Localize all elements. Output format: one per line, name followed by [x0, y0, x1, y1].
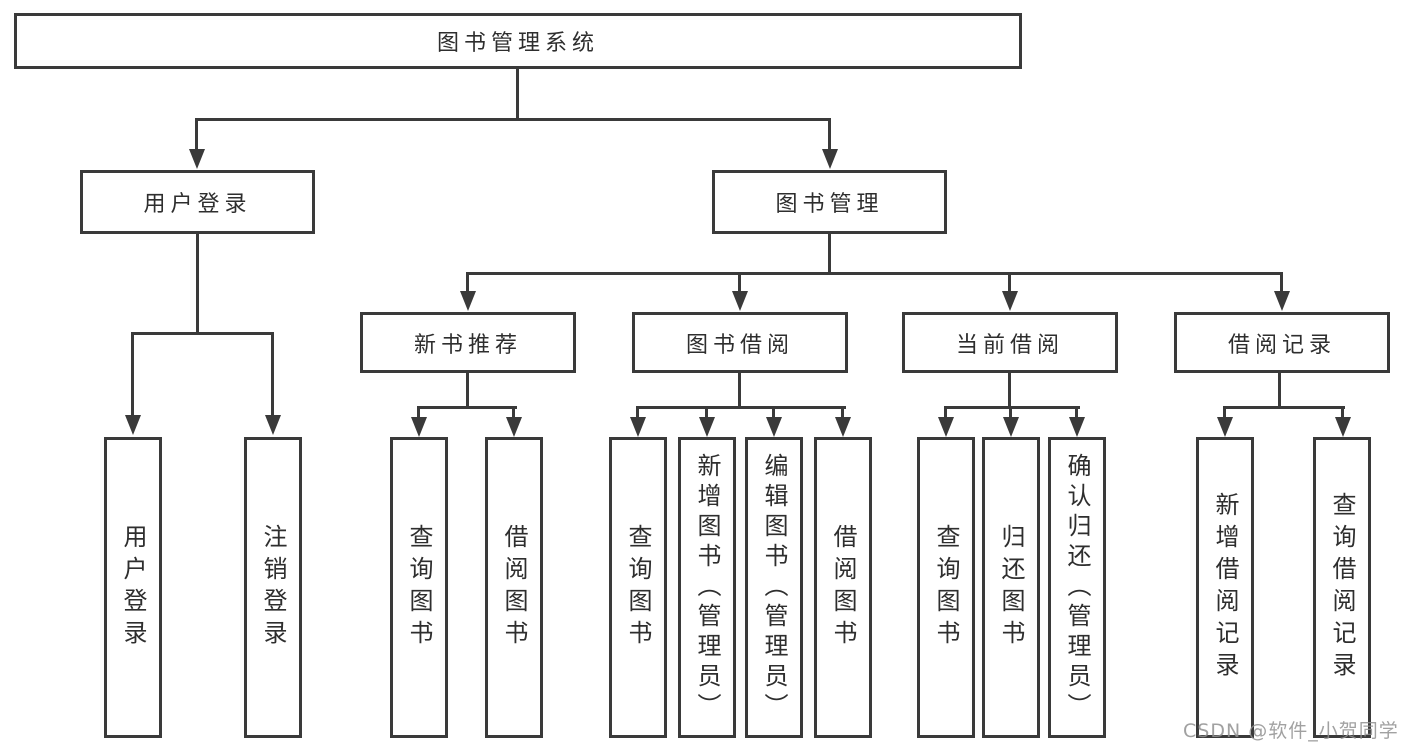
- node-library-management-system: 图书管理系统: [14, 13, 1022, 69]
- arrow-down-icon: [699, 417, 715, 437]
- csdn-watermark: CSDN @软件_小贺同学: [1183, 720, 1399, 742]
- node-new-book-recommendation: 新书推荐: [360, 312, 576, 373]
- connector-user-login-hline: [131, 332, 274, 335]
- arrow-down-icon: [938, 417, 954, 437]
- leaf-borrow-books-borrowing: 借阅图书: [814, 437, 872, 738]
- connector-drop: [1341, 406, 1344, 417]
- leaf-label: 用户登录: [119, 523, 147, 652]
- connector-current-borrowing-hline: [944, 406, 1080, 409]
- leaf-label: 查询图书: [405, 523, 433, 652]
- arrow-down-icon: [1335, 417, 1351, 437]
- connector-drop: [512, 406, 515, 417]
- arrow-down-icon: [189, 149, 205, 169]
- connector-drop: [417, 406, 420, 417]
- connector-drop: [841, 406, 844, 417]
- arrow-down-icon: [125, 415, 141, 435]
- connector-new-book-hline: [417, 406, 517, 409]
- leaf-confirm-return-admin: 确认归还（管理员）: [1048, 437, 1106, 738]
- connector-drop-leaf-user-login: [131, 332, 134, 416]
- leaf-query-borrow-record: 查询借阅记录: [1313, 437, 1371, 738]
- leaf-label: 编辑图书（管理员）: [760, 452, 788, 723]
- connector-book-management-vline: [828, 234, 831, 275]
- leaf-label: 借阅图书: [500, 523, 528, 652]
- connector-current-borrowing-vline: [1008, 373, 1011, 409]
- leaf-query-books-borrowing: 查询图书: [609, 437, 667, 738]
- arrow-down-icon: [822, 149, 838, 169]
- leaf-label: 借阅图书: [829, 523, 857, 652]
- leaf-query-books-current: 查询图书: [917, 437, 975, 738]
- leaf-label: 归还图书: [997, 523, 1025, 652]
- arrow-down-icon: [835, 417, 851, 437]
- arrow-down-icon: [1069, 417, 1085, 437]
- arrow-down-icon: [732, 291, 748, 311]
- arrow-down-icon: [265, 415, 281, 435]
- connector-root-vline: [516, 69, 519, 121]
- leaf-label: 新增借阅记录: [1211, 491, 1239, 684]
- arrow-down-icon: [1002, 291, 1018, 311]
- node-label: 图书管理: [775, 192, 884, 217]
- connector-book-borrowing-hline: [636, 406, 846, 409]
- connector-drop: [772, 406, 775, 417]
- leaf-add-books-admin: 新增图书（管理员）: [678, 437, 736, 738]
- connector-book-management-hline: [466, 272, 1283, 275]
- arrow-down-icon: [506, 417, 522, 437]
- connector-drop-current-borrowing: [1008, 272, 1011, 292]
- leaf-label: 注销登录: [259, 523, 287, 652]
- arrow-down-icon: [1217, 417, 1233, 437]
- node-current-borrowing: 当前借阅: [902, 312, 1118, 373]
- connector-drop-book-borrowing: [738, 272, 741, 292]
- connector-borrowing-records-hline: [1223, 406, 1345, 409]
- node-book-borrowing: 图书借阅: [632, 312, 848, 373]
- connector-root-hline: [195, 118, 831, 121]
- node-label: 借阅记录: [1227, 332, 1336, 358]
- connector-drop-new-book-recommendation: [466, 272, 469, 292]
- node-label: 图书管理系统: [436, 31, 599, 56]
- node-user-login: 用户登录: [80, 170, 315, 234]
- leaf-label: 确认归还（管理员）: [1063, 452, 1091, 723]
- arrow-down-icon: [1274, 291, 1290, 311]
- connector-new-book-vline: [466, 373, 469, 409]
- arrow-down-icon: [630, 417, 646, 437]
- connector-drop: [636, 406, 639, 417]
- connector-drop: [1075, 406, 1078, 417]
- connector-book-borrowing-vline: [738, 373, 741, 409]
- leaf-user-login: 用户登录: [104, 437, 162, 738]
- leaf-return-books: 归还图书: [982, 437, 1040, 738]
- node-label: 用户登录: [143, 192, 252, 217]
- arrow-down-icon: [411, 417, 427, 437]
- connector-borrowing-records-vline: [1278, 373, 1281, 409]
- leaf-query-books-recommendation: 查询图书: [390, 437, 448, 738]
- leaf-borrow-books-recommendation: 借阅图书: [485, 437, 543, 738]
- connector-drop-borrowing-records: [1280, 272, 1283, 292]
- arrow-down-icon: [1003, 417, 1019, 437]
- node-label: 当前借阅: [955, 332, 1064, 358]
- arrow-down-icon: [460, 291, 476, 311]
- leaf-logout: 注销登录: [244, 437, 302, 738]
- node-borrowing-records: 借阅记录: [1174, 312, 1390, 373]
- leaf-label: 查询图书: [624, 523, 652, 652]
- node-label: 图书借阅: [685, 332, 794, 358]
- connector-drop: [1009, 406, 1012, 417]
- arrow-down-icon: [766, 417, 782, 437]
- connector-drop-book-management: [828, 118, 831, 150]
- leaf-edit-books-admin: 编辑图书（管理员）: [745, 437, 803, 738]
- leaf-label: 查询图书: [932, 523, 960, 652]
- connector-drop: [705, 406, 708, 417]
- connector-drop-user-login: [195, 118, 198, 150]
- leaf-label: 新增图书（管理员）: [693, 452, 721, 723]
- leaf-add-borrow-record: 新增借阅记录: [1196, 437, 1254, 738]
- connector-drop-leaf-logout: [271, 332, 274, 416]
- node-book-management: 图书管理: [712, 170, 947, 234]
- leaf-label: 查询借阅记录: [1328, 491, 1356, 684]
- connector-user-login-vline: [196, 234, 199, 335]
- connector-drop: [944, 406, 947, 417]
- connector-drop: [1223, 406, 1226, 417]
- node-label: 新书推荐: [413, 332, 522, 358]
